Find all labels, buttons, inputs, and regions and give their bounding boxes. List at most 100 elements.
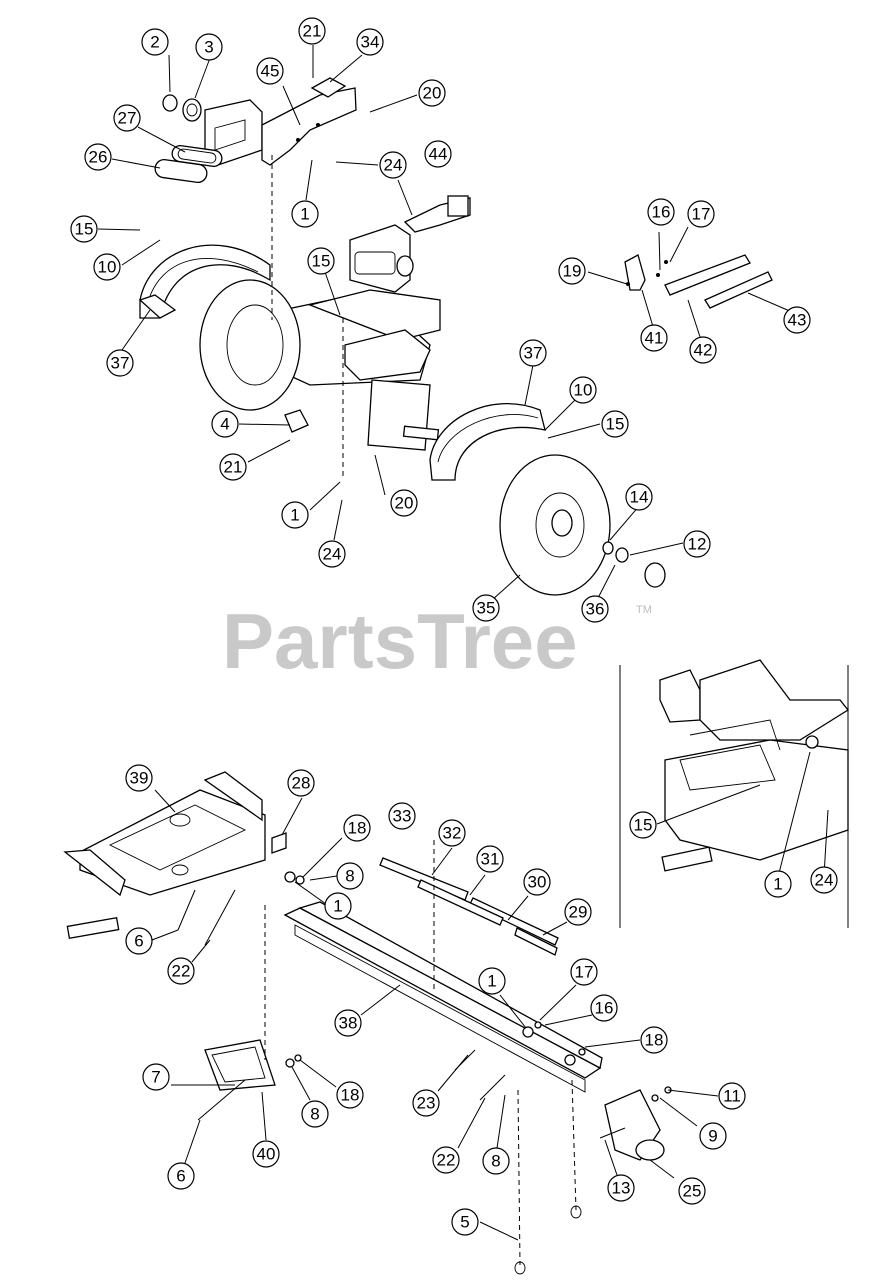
callout-43: 43 bbox=[783, 306, 811, 334]
svg-text:1: 1 bbox=[290, 506, 299, 525]
svg-text:19: 19 bbox=[563, 262, 582, 281]
svg-text:33: 33 bbox=[393, 807, 412, 826]
callout-1: 1 bbox=[478, 967, 506, 995]
callout-25: 25 bbox=[678, 1177, 706, 1205]
callout-35: 35 bbox=[472, 594, 500, 622]
callout-20: 20 bbox=[390, 489, 418, 517]
svg-text:2: 2 bbox=[150, 33, 159, 52]
callout-11: 11 bbox=[718, 1082, 746, 1110]
svg-text:9: 9 bbox=[708, 1127, 717, 1146]
callout-9: 9 bbox=[699, 1122, 727, 1150]
callout-8: 8 bbox=[301, 1100, 329, 1128]
svg-text:27: 27 bbox=[118, 109, 137, 128]
callout-39: 39 bbox=[125, 764, 153, 792]
callout-24: 24 bbox=[379, 151, 407, 179]
callout-37: 37 bbox=[106, 349, 134, 377]
svg-text:11: 11 bbox=[723, 1087, 741, 1106]
svg-text:7: 7 bbox=[151, 1068, 160, 1087]
callout-45: 45 bbox=[256, 57, 284, 85]
svg-text:45: 45 bbox=[261, 62, 280, 81]
svg-text:21: 21 bbox=[303, 22, 322, 41]
svg-text:21: 21 bbox=[224, 458, 243, 477]
svg-text:23: 23 bbox=[417, 1094, 436, 1113]
svg-text:8: 8 bbox=[491, 1152, 500, 1171]
callout-10: 10 bbox=[93, 253, 121, 281]
callout-23: 23 bbox=[412, 1089, 440, 1117]
svg-text:17: 17 bbox=[692, 205, 711, 224]
callout-27: 27 bbox=[113, 104, 141, 132]
callout-36: 36 bbox=[581, 595, 609, 623]
watermark: PartsTree TM bbox=[222, 597, 652, 685]
callout-5: 5 bbox=[451, 1208, 479, 1236]
callout-20: 20 bbox=[418, 79, 446, 107]
callout-13: 13 bbox=[607, 1174, 635, 1202]
svg-text:15: 15 bbox=[75, 220, 94, 239]
svg-text:18: 18 bbox=[348, 819, 367, 838]
svg-text:16: 16 bbox=[652, 203, 671, 222]
callout-1: 1 bbox=[764, 870, 792, 898]
svg-text:38: 38 bbox=[339, 1014, 358, 1033]
callout-24: 24 bbox=[810, 866, 838, 894]
callout-15: 15 bbox=[601, 410, 629, 438]
callout-15: 15 bbox=[629, 811, 657, 839]
svg-text:24: 24 bbox=[384, 156, 403, 175]
svg-text:1: 1 bbox=[773, 875, 782, 894]
svg-text:14: 14 bbox=[630, 488, 649, 507]
svg-text:43: 43 bbox=[788, 311, 807, 330]
svg-text:29: 29 bbox=[569, 903, 588, 922]
svg-text:20: 20 bbox=[423, 84, 442, 103]
svg-text:36: 36 bbox=[586, 600, 605, 619]
callout-1: 1 bbox=[324, 892, 352, 920]
svg-text:37: 37 bbox=[524, 344, 543, 363]
callout-10: 10 bbox=[569, 376, 597, 404]
callout-40: 40 bbox=[252, 1140, 280, 1168]
svg-text:18: 18 bbox=[645, 1031, 664, 1050]
callout-14: 14 bbox=[625, 483, 653, 511]
svg-text:4: 4 bbox=[220, 415, 229, 434]
svg-text:25: 25 bbox=[683, 1182, 702, 1201]
svg-text:13: 13 bbox=[612, 1179, 631, 1198]
svg-text:32: 32 bbox=[443, 824, 462, 843]
svg-text:10: 10 bbox=[574, 381, 593, 400]
svg-text:26: 26 bbox=[89, 148, 108, 167]
callout-37: 37 bbox=[519, 339, 547, 367]
svg-text:39: 39 bbox=[130, 769, 149, 788]
callout-12: 12 bbox=[683, 530, 711, 558]
callout-29: 29 bbox=[564, 898, 592, 926]
svg-text:41: 41 bbox=[645, 329, 664, 348]
axle-assembly-drawing bbox=[97, 45, 793, 601]
svg-text:40: 40 bbox=[257, 1145, 276, 1164]
callout-4: 4 bbox=[211, 410, 239, 438]
svg-text:34: 34 bbox=[361, 33, 380, 52]
svg-text:24: 24 bbox=[815, 871, 834, 890]
svg-text:42: 42 bbox=[694, 341, 713, 360]
svg-text:8: 8 bbox=[345, 867, 354, 886]
svg-text:15: 15 bbox=[634, 816, 653, 835]
callout-17: 17 bbox=[570, 958, 598, 986]
svg-text:1: 1 bbox=[300, 205, 309, 224]
callout-1: 1 bbox=[281, 501, 309, 529]
svg-text:6: 6 bbox=[134, 932, 143, 951]
callout-41: 41 bbox=[640, 324, 668, 352]
callout-3: 3 bbox=[195, 33, 223, 61]
callouts: 2 3 21 34 45 20 27 26 24 44 1 15 10 37 1… bbox=[70, 17, 838, 1236]
callout-21: 21 bbox=[219, 453, 247, 481]
svg-text:15: 15 bbox=[606, 415, 625, 434]
callout-16: 16 bbox=[590, 994, 618, 1022]
callout-34: 34 bbox=[356, 28, 384, 56]
callout-44: 44 bbox=[424, 140, 452, 168]
callout-15: 15 bbox=[70, 215, 98, 243]
svg-text:17: 17 bbox=[575, 963, 594, 982]
callout-38: 38 bbox=[334, 1009, 362, 1037]
svg-text:31: 31 bbox=[481, 850, 500, 869]
callout-19: 19 bbox=[558, 257, 586, 285]
callout-28: 28 bbox=[287, 769, 315, 797]
callout-30: 30 bbox=[523, 868, 551, 896]
callout-16: 16 bbox=[647, 198, 675, 226]
callout-2: 2 bbox=[141, 28, 169, 56]
callout-21: 21 bbox=[298, 17, 326, 45]
svg-text:3: 3 bbox=[204, 38, 213, 57]
callout-33: 33 bbox=[388, 802, 416, 830]
callout-8: 8 bbox=[482, 1147, 510, 1175]
